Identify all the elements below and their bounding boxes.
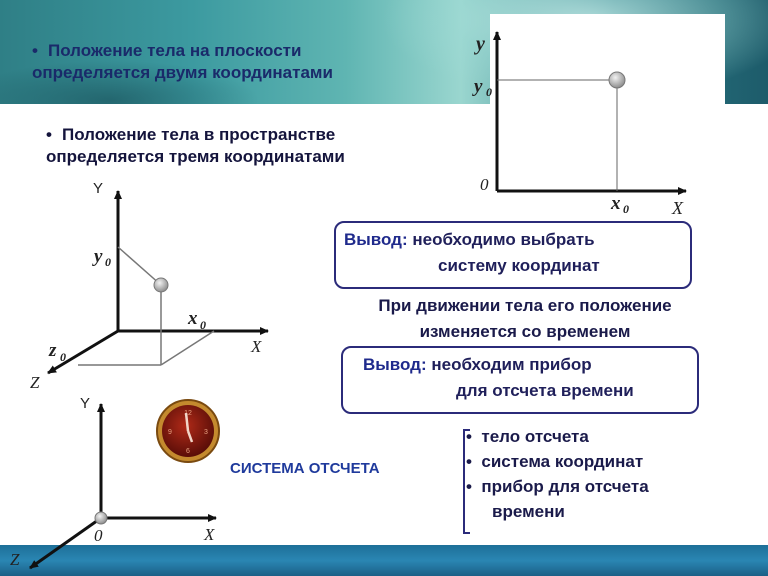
conclusion1-line2: систему координат [438, 256, 600, 275]
plane-x-label: X [671, 198, 684, 218]
plane-point [608, 71, 626, 89]
motion-line2: изменяется со временем [419, 322, 631, 341]
space-y-projection [117, 246, 162, 286]
space-y0-mark: y [92, 246, 103, 267]
list-bracket [463, 429, 470, 534]
space-z0-mark: z [48, 340, 57, 361]
space-statement: • Положение тела в пространстве определяе… [46, 124, 446, 168]
time-graph: Y X Z 0 [10, 395, 217, 570]
list-item-text: тело отсчета [481, 427, 589, 446]
plane-y0-sub: 0 [486, 85, 492, 99]
conclusion1-line1: Вывод: необходимо выбрать [344, 227, 595, 253]
bullet-icon: • [32, 41, 38, 60]
list-item-text: система координат [481, 452, 644, 471]
conclusion2-text: необходим прибор [426, 355, 592, 374]
space-x0-mark: x [187, 308, 198, 329]
reference-system-title: СИСТЕМА ОТСЧЕТА [230, 460, 380, 477]
conclusion1-text: необходимо выбрать [407, 230, 595, 249]
plane-statement-line1: Положение тела на плоскости [48, 41, 302, 60]
plane-statement: • Положение тела на плоскости определяетс… [32, 40, 452, 84]
plane-origin: 0 [480, 175, 489, 194]
time-x-label: X [203, 525, 215, 544]
clock-numeral-12: 12 [184, 410, 192, 417]
list-item-continuation: времени [492, 502, 565, 521]
space-graph: Y X Z y 0 x 0 z 0 [30, 180, 269, 392]
origin-point [94, 511, 108, 525]
conclusion2-line2: для отсчета времени [456, 381, 634, 400]
space-statement-line2: определяется тремя координатами [46, 147, 345, 166]
space-y0-sub: 0 [105, 255, 111, 269]
conclusion1-label: Вывод: [344, 230, 408, 249]
space-y-label: Y [93, 180, 103, 197]
time-y-label: Y [80, 395, 90, 412]
space-z-label: Z [30, 373, 40, 392]
plane-x0-mark: x [610, 193, 621, 214]
motion-line1: При движении тела его положение [378, 296, 672, 315]
time-z-axis [29, 516, 102, 570]
plane-statement-line2: определяется двумя координатами [32, 63, 333, 82]
time-z-label: Z [10, 550, 20, 569]
time-origin: 0 [94, 526, 103, 545]
clock-hand-short [186, 430, 194, 443]
space-statement-line1: Положение тела в пространстве [62, 125, 336, 144]
motion-statement: При движении тела его положение изменяет… [330, 293, 720, 345]
space-point [153, 277, 169, 293]
clock-numeral-9: 9 [168, 429, 172, 436]
plane-x0-sub: 0 [623, 202, 629, 216]
space-z0-sub: 0 [60, 350, 66, 364]
plane-y-label: y [474, 33, 485, 55]
space-x-projection [160, 330, 215, 366]
conclusion2-line1: Вывод: необходим прибор [363, 352, 592, 378]
list-item: • прибор для отсчета [466, 477, 649, 496]
clock-numeral-6: 6 [186, 448, 190, 455]
clock-icon: 12 3 6 9 [156, 399, 220, 463]
conclusion-box-time: Вывод: необходим прибор для отсчета врем… [341, 346, 699, 414]
plane-graph: y X 0 y 0 x 0 [472, 31, 687, 218]
list-item: • тело отсчета [466, 427, 589, 446]
space-x-label: X [250, 337, 262, 356]
plane-y0-mark: y [472, 76, 483, 97]
bullet-icon: • [46, 125, 52, 144]
list-item: • система координат [466, 452, 644, 471]
conclusion2-label: Вывод: [363, 355, 427, 374]
space-x0-sub: 0 [200, 318, 206, 332]
clock-numeral-3: 3 [204, 429, 208, 436]
conclusion-box-coordinates: Вывод: необходимо выбрать систему коорди… [334, 221, 692, 289]
list-item-text: прибор для отсчета [481, 477, 649, 496]
reference-system-list: • тело отсчета • система координат • при… [466, 424, 649, 524]
space-z-axis [47, 329, 119, 375]
clock-hand-long [184, 412, 190, 432]
footer-bar [0, 545, 768, 576]
